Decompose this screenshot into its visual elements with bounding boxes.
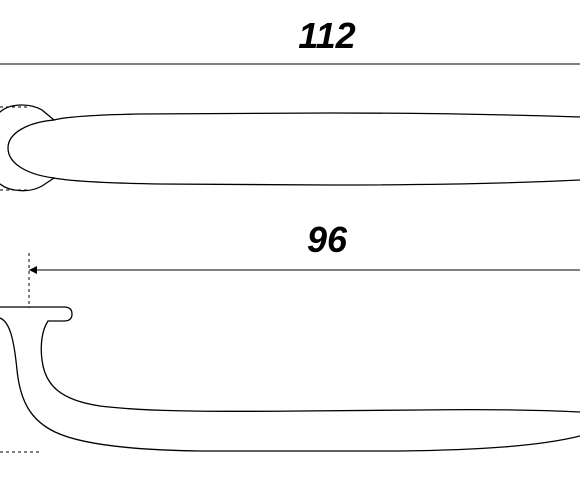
grip-outline-top (53, 112, 580, 121)
overall-length-label: 112 (298, 15, 355, 56)
foot-plate-outline (0, 306, 73, 322)
handle-profile-outer (0, 317, 580, 452)
rosette-inner-circle (7, 119, 55, 179)
hole-spacing-dimension: 96 (28, 219, 580, 308)
grip-outline-bottom (53, 177, 580, 186)
handle-top-view (0, 104, 580, 192)
handle-profile-inner (40, 320, 580, 413)
mounting-rosette-outline (0, 104, 55, 192)
hole-spacing-label: 96 (307, 219, 348, 260)
handle-side-view (0, 306, 580, 453)
overall-length-dimension: 112 (0, 15, 580, 65)
